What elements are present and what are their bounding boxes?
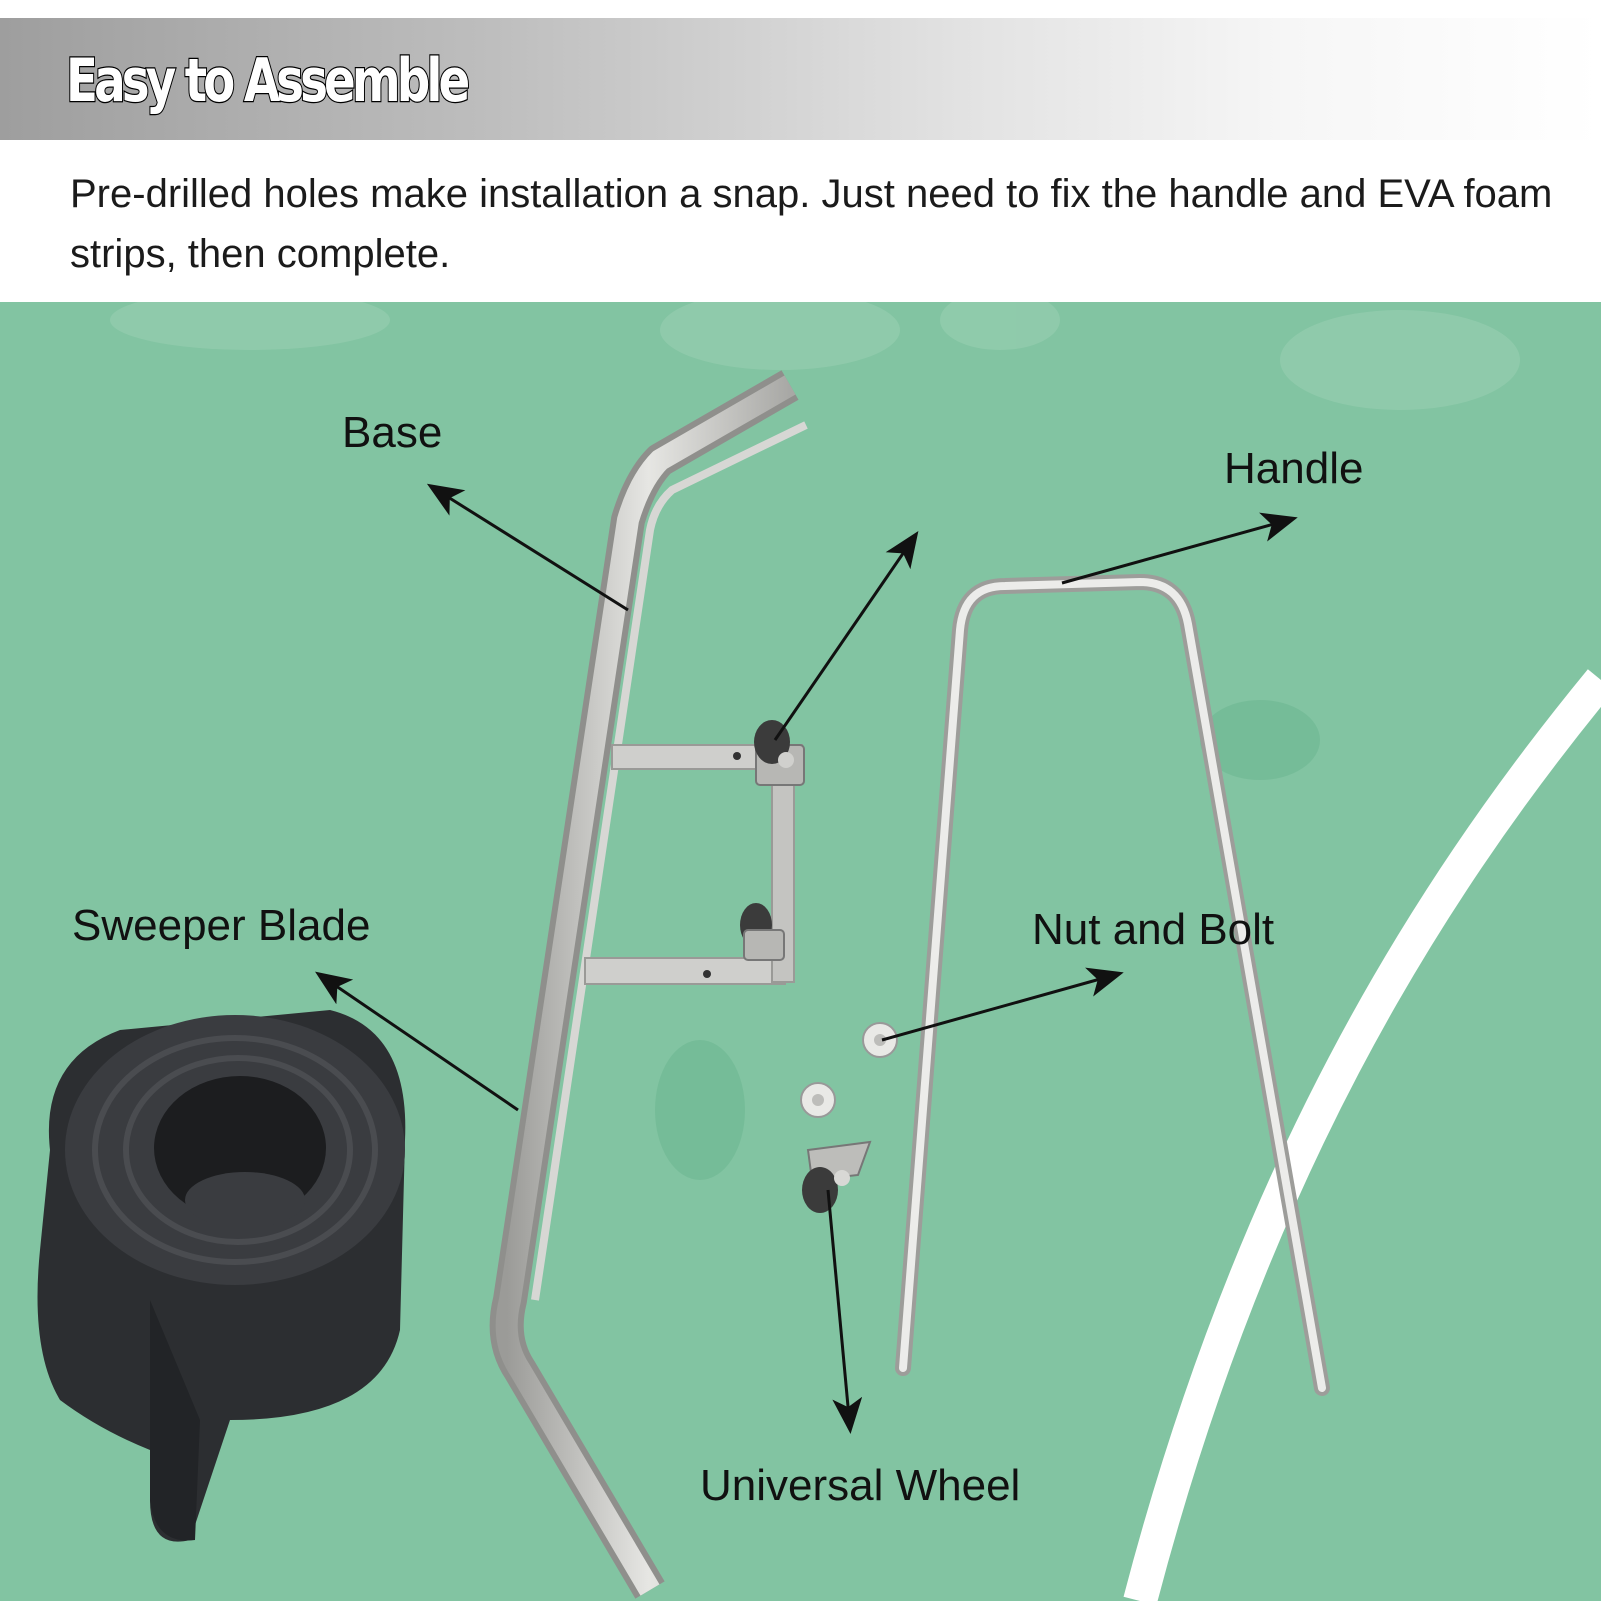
caster-wheel-middle bbox=[740, 903, 785, 961]
page-title: Easy to Assemble bbox=[65, 45, 471, 118]
title-banner: Easy to Assemble bbox=[0, 18, 1601, 140]
label-sweeper-blade: Sweeper Blade bbox=[72, 901, 371, 950]
court-texture bbox=[110, 302, 1520, 1180]
annotation-arrows bbox=[315, 483, 1298, 1434]
arrow-nut-bolt bbox=[881, 967, 1124, 1042]
court-line bbox=[1123, 669, 1601, 1601]
description-text: Pre-drilled holes make installation a sn… bbox=[70, 172, 1553, 276]
arrow-base bbox=[426, 483, 629, 612]
sweeper-blade-roll bbox=[37, 1010, 406, 1542]
label-handle: Handle bbox=[1224, 444, 1364, 493]
caster-wheel-upper bbox=[754, 720, 805, 786]
arrow-handle bbox=[1061, 512, 1298, 585]
base-frame bbox=[489, 370, 808, 1599]
arrow-wheel-upper bbox=[773, 531, 919, 741]
label-universal-wheel: Universal Wheel bbox=[700, 1461, 1021, 1510]
product-photo bbox=[0, 302, 1601, 1601]
label-nut-and-bolt: Nut and Bolt bbox=[1032, 905, 1275, 954]
nut-bolt-parts bbox=[800, 1022, 898, 1118]
arrow-sweeper-blade bbox=[315, 971, 519, 1112]
label-base: Base bbox=[342, 408, 443, 457]
arrow-universal-wheel bbox=[826, 1189, 863, 1434]
